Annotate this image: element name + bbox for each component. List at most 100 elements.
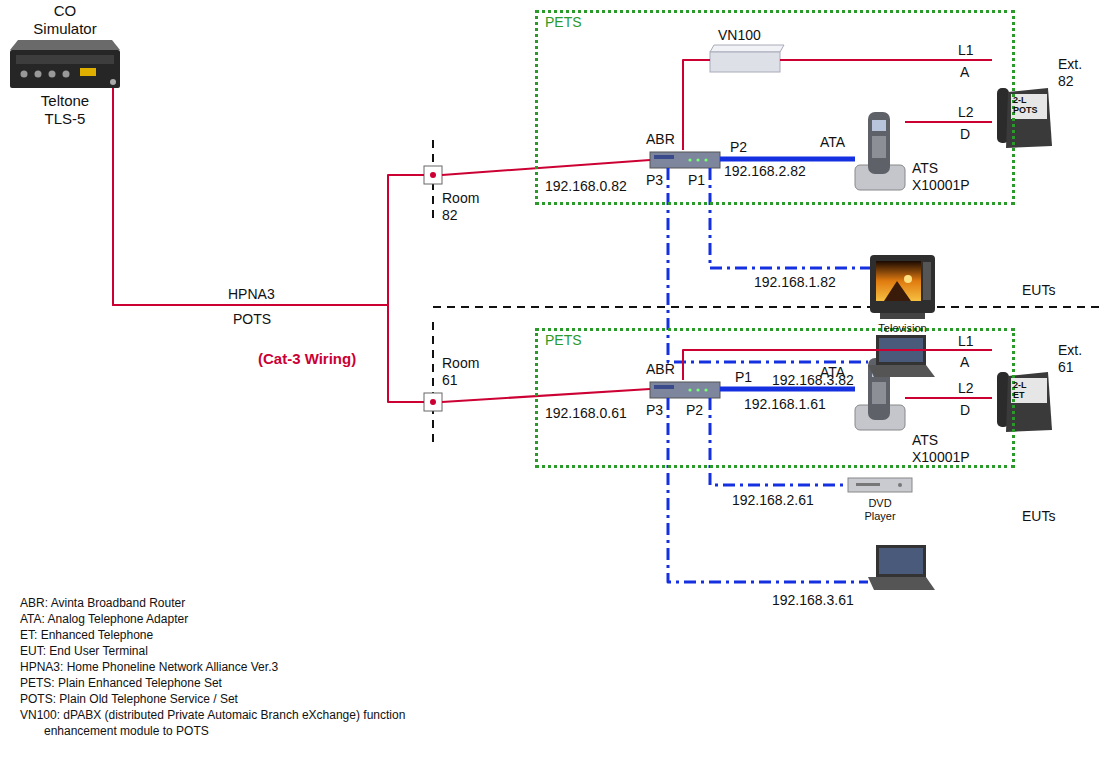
router-label: ABR bbox=[646, 361, 675, 378]
divider-line bbox=[432, 322, 434, 446]
line-label: A bbox=[960, 64, 969, 81]
line-label: L2 bbox=[958, 380, 974, 397]
dvd-player-icon bbox=[848, 478, 912, 492]
extension-phone-label: Ext. 61 bbox=[1058, 342, 1094, 376]
jack bbox=[49, 71, 56, 78]
router-label: 192.168.0.61 bbox=[545, 405, 627, 422]
extension-phone-label: Ext. 82 bbox=[1058, 56, 1094, 90]
phone-line bbox=[780, 59, 992, 61]
port-label: P1 bbox=[735, 369, 752, 386]
line-label: D bbox=[960, 126, 970, 143]
phone-line bbox=[683, 350, 992, 380]
jack-plate bbox=[424, 166, 442, 184]
vn100-icon bbox=[710, 45, 784, 72]
port bbox=[110, 79, 116, 85]
port-label: P3 bbox=[646, 172, 663, 189]
keypad bbox=[872, 136, 886, 158]
sun bbox=[904, 275, 912, 283]
network-cable bbox=[668, 168, 868, 362]
jack-plate bbox=[424, 393, 442, 411]
phone-line bbox=[720, 157, 855, 162]
display bbox=[1011, 378, 1047, 403]
phone-line bbox=[905, 397, 992, 399]
connectors bbox=[113, 60, 992, 582]
router: ABR192.168.0.61 bbox=[650, 380, 720, 398]
line-label: L1 bbox=[958, 333, 974, 350]
abbreviation-note: ABR: Avinta Broadband Router bbox=[20, 596, 430, 612]
divider-line bbox=[433, 306, 1100, 308]
laptop-base bbox=[868, 577, 935, 590]
abbreviation-note: ATA: Analog Telephone Adapter bbox=[20, 612, 430, 628]
co-simulator-label: CO Simulator bbox=[25, 2, 105, 38]
pets-group-label: PETS bbox=[545, 332, 582, 349]
co-simulator-label: Teltone TLS-5 bbox=[25, 92, 105, 128]
network-cable bbox=[710, 168, 870, 268]
display bbox=[1011, 94, 1047, 119]
line-label: D bbox=[960, 402, 970, 419]
television: Television bbox=[870, 255, 935, 320]
jack-hole bbox=[430, 399, 436, 405]
dvd-body bbox=[848, 478, 912, 492]
group-label: EUTs bbox=[1022, 282, 1055, 299]
phone-line bbox=[113, 88, 424, 402]
jack-hole bbox=[430, 172, 436, 178]
telephone-adapter-label: ATA bbox=[820, 134, 845, 151]
pyramid bbox=[884, 281, 911, 301]
handset bbox=[868, 112, 890, 174]
abbreviation-note: VN100: dPABX (distributed Private Automa… bbox=[20, 708, 430, 739]
pets-group-label: PETS bbox=[545, 14, 582, 31]
jack bbox=[21, 71, 28, 78]
laptop-screen bbox=[879, 548, 923, 574]
port-label: P3 bbox=[646, 402, 663, 419]
device-front bbox=[710, 52, 780, 72]
line-label: POTS bbox=[233, 311, 271, 328]
laptop-lid bbox=[876, 545, 926, 577]
laptop-base bbox=[868, 365, 935, 377]
vn100-module: VN100 bbox=[710, 45, 780, 72]
jack bbox=[63, 71, 70, 78]
badge bbox=[80, 68, 96, 76]
router-label: 192.168.0.82 bbox=[545, 178, 627, 195]
device-top bbox=[10, 40, 120, 50]
abbreviation-note: EUT: End User Terminal bbox=[20, 644, 430, 660]
router: ABR192.168.0.82 bbox=[650, 150, 720, 168]
line-label: A bbox=[960, 354, 969, 371]
device-front bbox=[10, 50, 120, 88]
device-strip bbox=[654, 385, 674, 389]
television-icon bbox=[870, 255, 935, 319]
device-body bbox=[650, 152, 720, 168]
ip-address: 192.168.2.82 bbox=[722, 163, 808, 180]
abbreviation-note: POTS: Plain Old Telephone Service / Set bbox=[20, 692, 430, 708]
port-label: P2 bbox=[730, 139, 747, 156]
television-label: Television bbox=[862, 322, 943, 335]
wall-jack: Room 61 bbox=[424, 393, 442, 411]
abbreviation-note: PETS: Plain Enhanced Telephone Set bbox=[20, 676, 430, 692]
group-label: EUTs bbox=[1022, 508, 1055, 525]
telephone-adapter-label: ATS X10001P bbox=[912, 432, 982, 466]
phone-line bbox=[905, 121, 992, 123]
device-top bbox=[710, 45, 784, 52]
jack bbox=[35, 71, 42, 78]
device-strip bbox=[654, 155, 674, 159]
led bbox=[704, 158, 707, 161]
extension-phone-label: 2-L ET bbox=[1013, 380, 1037, 401]
led bbox=[696, 388, 699, 391]
wall-jack-label: Room 82 bbox=[442, 190, 482, 224]
router-label: ABR bbox=[646, 131, 675, 148]
phone-line bbox=[442, 160, 650, 175]
extension-phone: Ext. 612-L ET bbox=[992, 340, 1052, 432]
telephone-adapter-label: ATA bbox=[820, 364, 845, 381]
port-label: P2 bbox=[686, 402, 703, 419]
co-simulator-icon bbox=[10, 40, 120, 88]
device-panel bbox=[16, 55, 114, 64]
abbreviation-note: ET: Enhanced Telephone bbox=[20, 628, 430, 644]
line-label: HPNA3 bbox=[228, 286, 275, 303]
phone-line bbox=[113, 88, 424, 305]
desk-phone-icon bbox=[997, 88, 1052, 432]
ip-address: 192.168.2.61 bbox=[730, 492, 816, 509]
tv-panel bbox=[923, 262, 931, 300]
